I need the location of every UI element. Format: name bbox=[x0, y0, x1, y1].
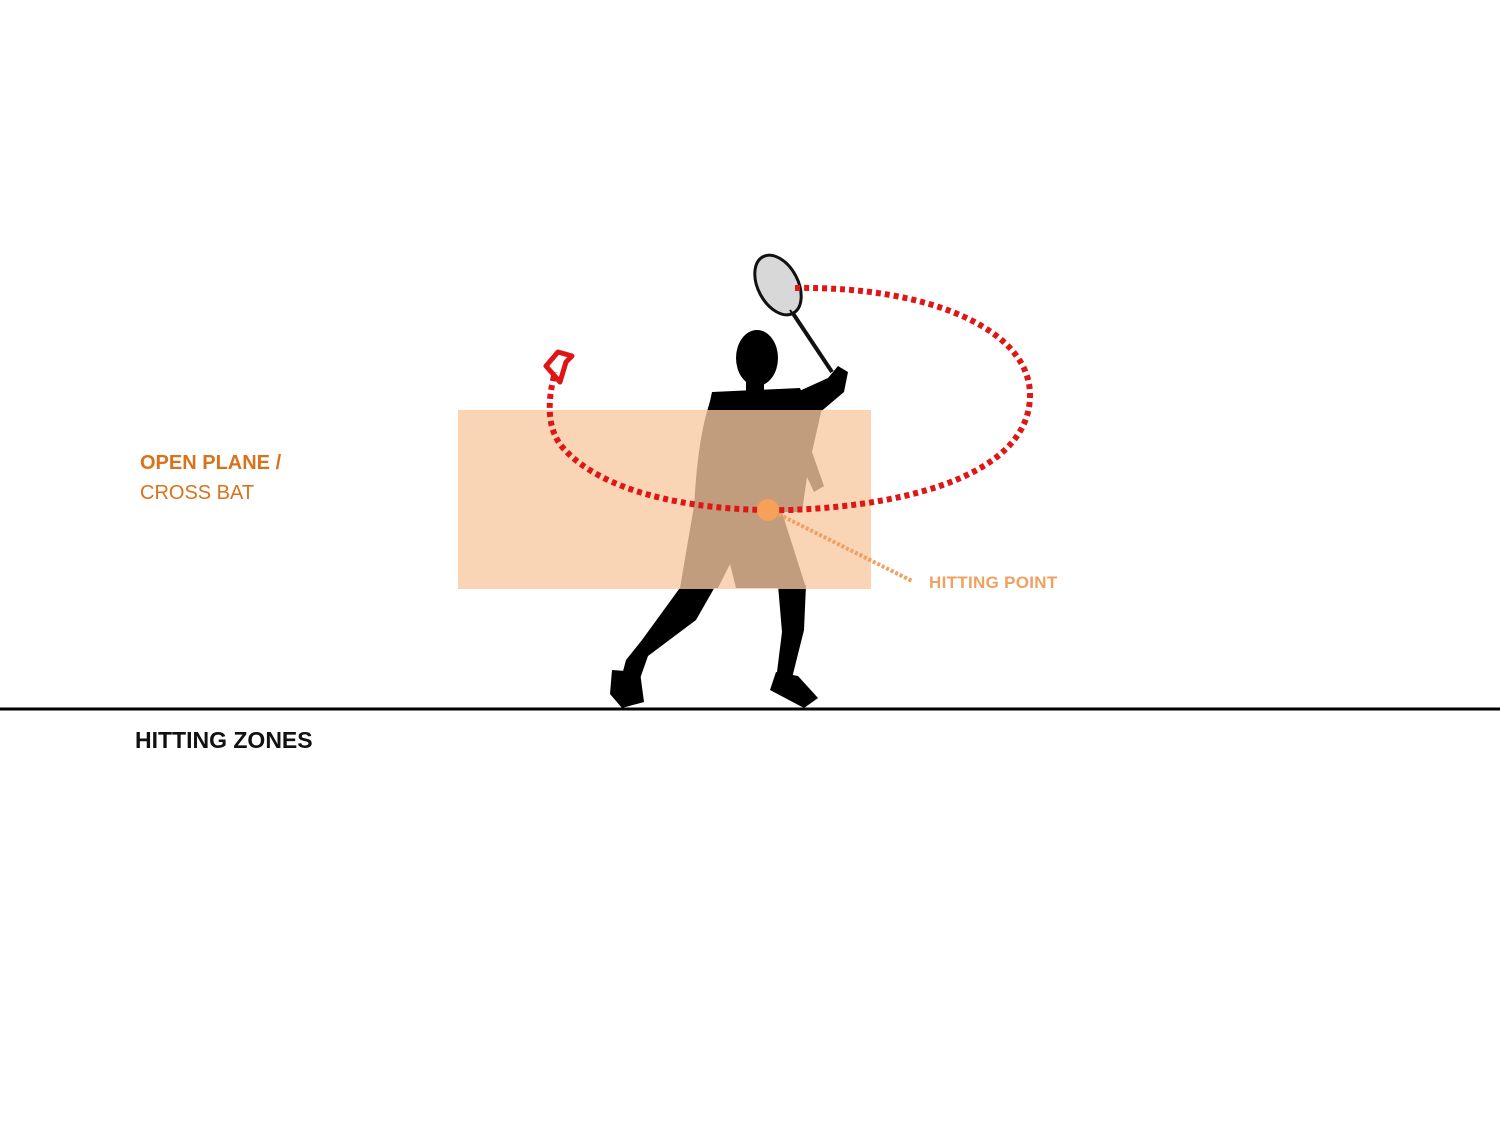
squash-racket-icon bbox=[753, 253, 834, 374]
leader-line bbox=[769, 508, 913, 583]
arrowhead-icon bbox=[543, 349, 575, 385]
plane-title: OPEN PLANE / bbox=[140, 452, 282, 474]
ball-icon bbox=[757, 499, 779, 521]
zones-title: HITTING ZONES bbox=[135, 727, 313, 753]
plane-subtitle: CROSS BAT bbox=[140, 482, 255, 504]
swing-path bbox=[546, 284, 1034, 514]
hitting-point-label: HITTING POINT bbox=[929, 573, 1058, 592]
